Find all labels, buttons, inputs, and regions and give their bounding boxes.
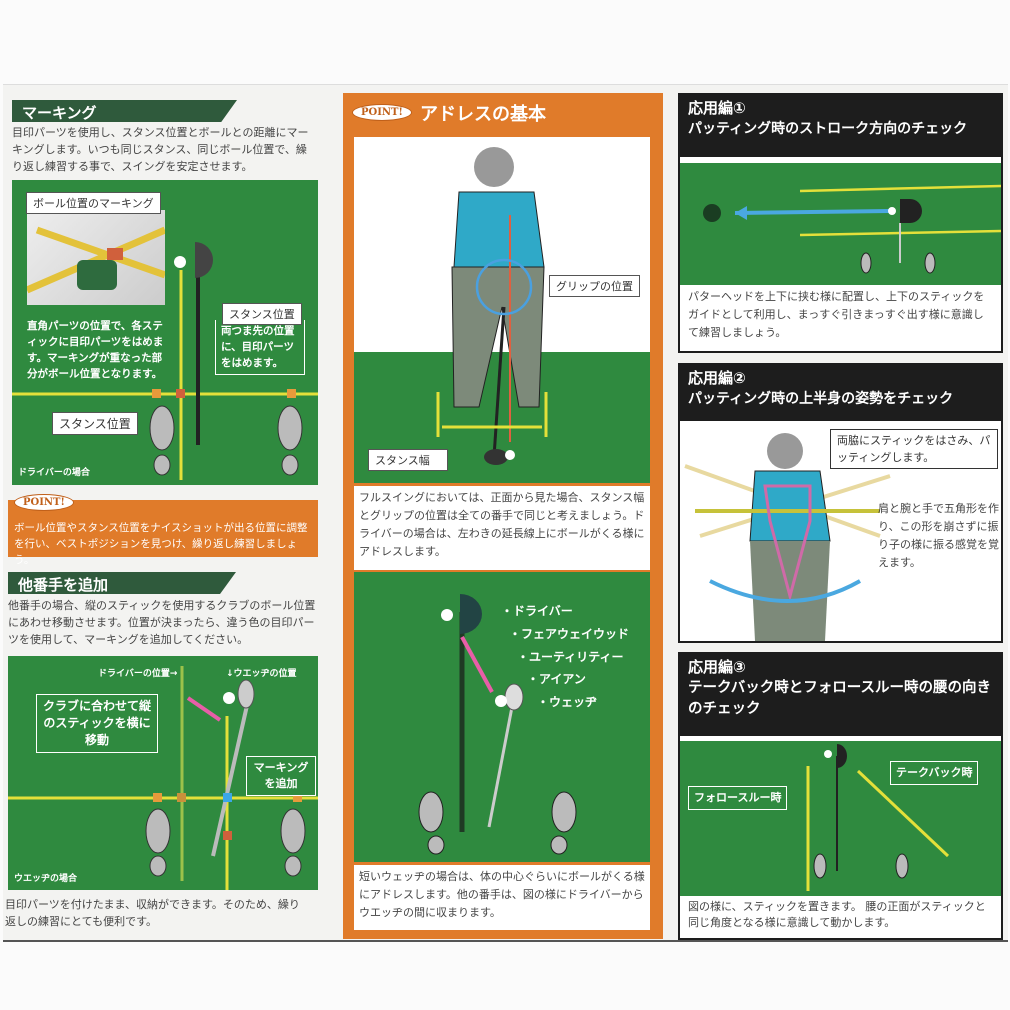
- address-text: フルスイングにおいては、正面から見た場合、スタンス幅とグリップの位置は全ての番手…: [354, 486, 650, 570]
- grip-label: グリップの位置: [549, 275, 640, 297]
- middle-point-badge: POINT!: [352, 104, 412, 121]
- takeback-label: テークバック時: [890, 761, 979, 785]
- stance-text-right: 両つま先の位置に、目印パーツをはめます。: [215, 320, 305, 375]
- ball-marking-text: 直角パーツの位置で、各スティックに目印パーツをはめます。マーキングが重なった部分…: [27, 320, 164, 380]
- stance-label-right: スタンス位置: [222, 303, 302, 325]
- putting-posture-illustration: [684, 433, 891, 641]
- advanced-2-number: 応用編②: [688, 369, 746, 387]
- address-title: アドレスの基本: [420, 104, 546, 125]
- advanced-2-text: 肩と腕と手で五角形を作り、この形を崩さずに振り子の様に振る感覚を覚えます。: [878, 502, 999, 569]
- club-fairway-wood: ・フェアウェイウッド: [509, 627, 630, 641]
- wedge-position-label: ↓ウエッヂの位置: [226, 669, 297, 679]
- point-badge: POINT!: [14, 494, 74, 511]
- advanced-3: 応用編③ テークバック時とフォロースルー時の腰の向きのチェック フォロースルー時…: [678, 652, 1003, 940]
- move-stick-text: クラブに合わせて縦のスティックを横に移動: [36, 694, 158, 753]
- stance-width-label: スタンス幅: [368, 449, 448, 471]
- point-text: ボール位置やスタンス位置をナイスショットが出る位置に調整を行い、ベストポジション…: [14, 522, 308, 566]
- marking-illustration: [12, 242, 318, 480]
- ball-marking-label: ボール位置のマーキング: [26, 192, 161, 214]
- advanced-2-callout: 両脇にスティックをはさみ、パッティングします。: [830, 429, 998, 469]
- club-iron: ・アイアン: [527, 672, 586, 686]
- advanced-2-title: パッティング時の上半身の姿勢をチェック: [688, 391, 954, 407]
- wedge-diagram: ドライバーの位置→ ↓ウエッヂの位置 クラブに合わせて縦のスティックを横に移動 …: [8, 656, 318, 890]
- advanced-3-text: 図の様に、スティックを置きます。 腰の正面がスティックと同じ角度となる様に意識し…: [688, 900, 986, 929]
- club-positions-illustration: [418, 594, 577, 855]
- wedge-address-text: 短いウェッヂの場合は、体の中心ぐらいにボールがくる様にアドレスします。他の番手は…: [354, 865, 650, 930]
- add-marking-text: マーキングを追加: [246, 756, 316, 796]
- putting-stroke-illustration: [703, 184, 1001, 274]
- address-illustration: グリップの位置 スタンス幅: [354, 137, 650, 483]
- club-utility: ・ユーティリティー: [517, 650, 624, 664]
- other-clubs-text: 他番手の場合、縦のスティックを使用するクラブのボール位置にあわせ移動させます。位…: [8, 599, 316, 646]
- advanced-2: 応用編② パッティング時の上半身の姿勢をチェック 両脇にスティックをはさみ、パッ…: [678, 363, 1003, 643]
- storage-text: 目印パーツを付けたまま、収納ができます。そのため、繰り返しの練習にとても便利です…: [5, 898, 300, 928]
- advanced-3-title: テークバック時とフォロースルー時の腰の向きのチェック: [688, 680, 992, 717]
- advanced-1-title: パッティング時のストローク方向のチェック: [688, 121, 968, 137]
- golfer-front-illustration: [436, 147, 548, 465]
- putting-stroke-diagram: [680, 157, 1001, 285]
- advanced-1-number: 応用編①: [688, 99, 746, 117]
- hip-direction-diagram: フォロースルー時 テークバック時: [680, 736, 1001, 896]
- other-clubs-title: 他番手を追加: [8, 572, 236, 594]
- club-positions-diagram: ・ドライバー ・フェアウェイウッド ・ユーティリティー ・アイアン ・ウェッヂ: [354, 572, 650, 862]
- advanced-1-text: パターヘッドを上下に挟む様に配置し、上下のスティックをガイドとして利用し、まっす…: [688, 290, 985, 339]
- driver-position-label: ドライバーの位置→: [98, 669, 178, 679]
- advanced-3-number: 応用編③: [688, 658, 746, 676]
- marking-text: 目印パーツを使用し、スタンス位置とボールとの距離にマーキングします。いつも同じス…: [12, 126, 309, 173]
- club-driver: ・ドライバー: [501, 604, 573, 618]
- driver-case: ドライバーの場合: [18, 468, 90, 478]
- marking-title: マーキング: [12, 100, 237, 122]
- marking-diagram: ボール位置のマーキング 直角パーツの位置で、各スティックに目印パーツをはめます。…: [12, 180, 318, 485]
- wedge-case: ウエッヂの場合: [14, 874, 78, 884]
- point-box: POINT! ボール位置やスタンス位置をナイスショットが出る位置に調整を行い、ベ…: [8, 494, 318, 566]
- hip-direction-illustration: [806, 744, 950, 891]
- club-wedge: ・ウェッヂ: [537, 695, 598, 709]
- advanced-1: 応用編① パッティング時のストローク方向のチェック パターヘッドを上下に挟む様に…: [678, 93, 1003, 353]
- marking-photo: [27, 210, 165, 305]
- stance-label-left: スタンス位置: [52, 412, 138, 435]
- follow-through-label: フォロースルー時: [688, 786, 788, 810]
- wedge-illustration: [8, 666, 318, 890]
